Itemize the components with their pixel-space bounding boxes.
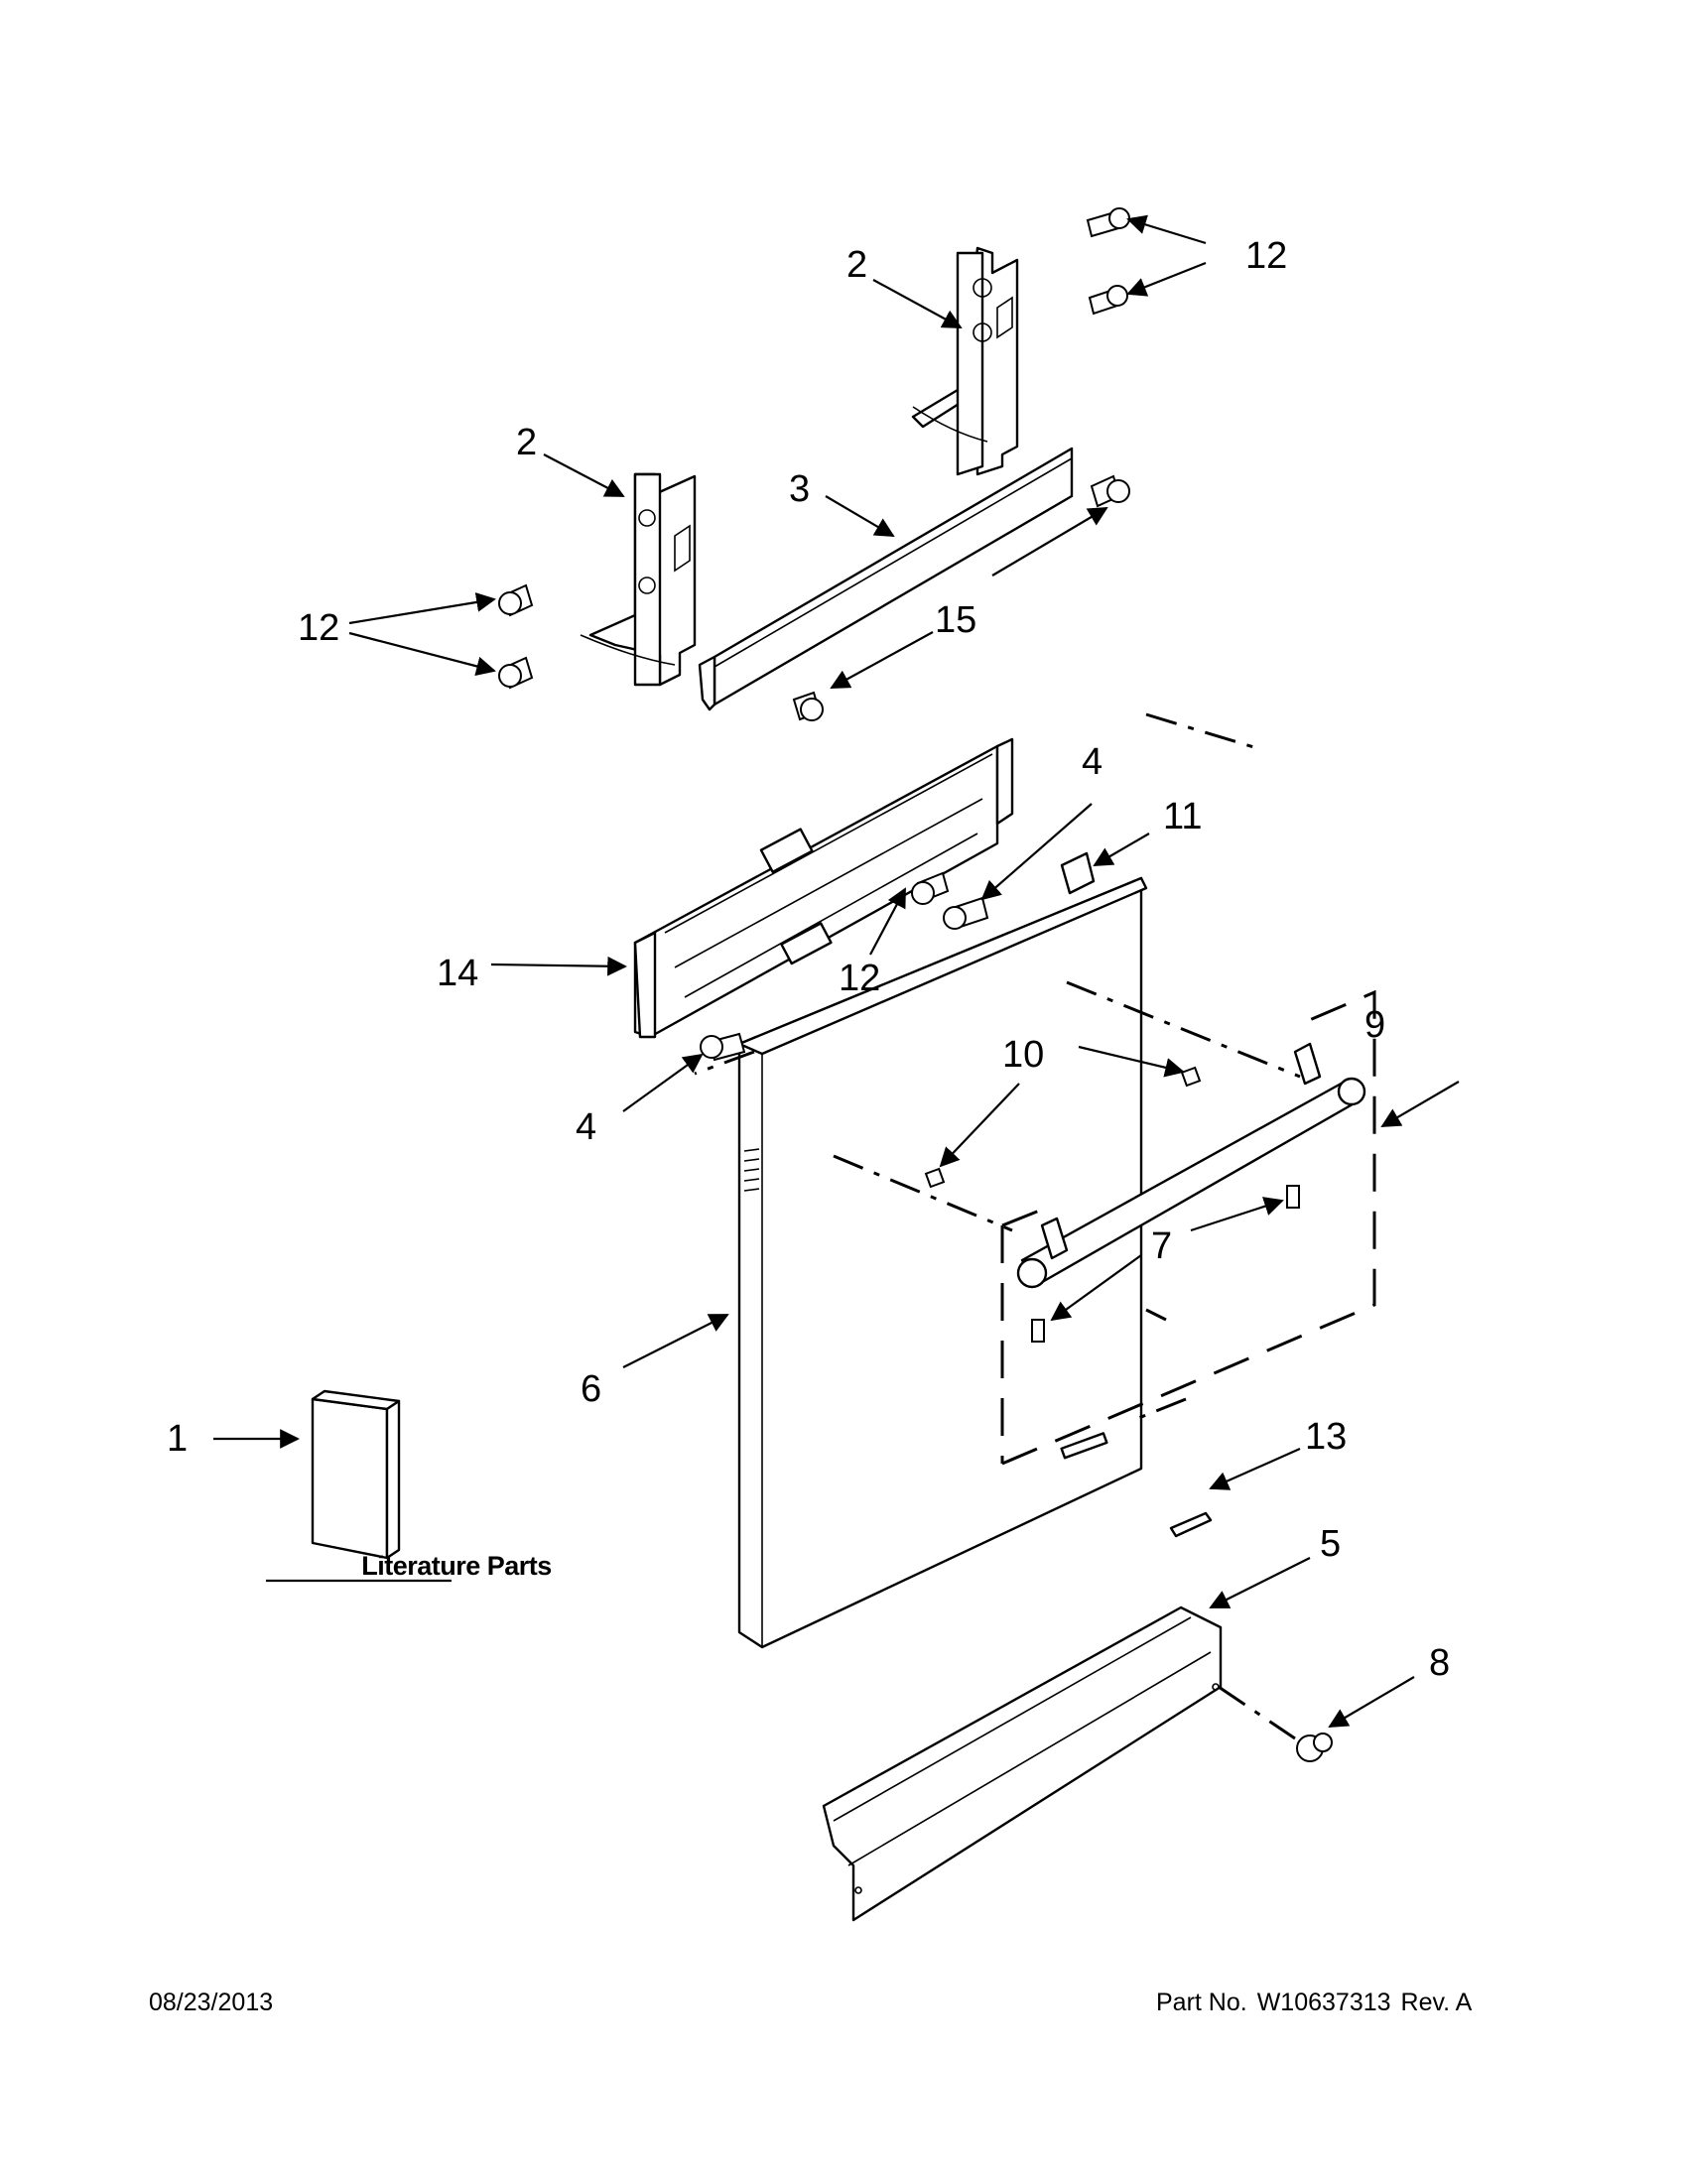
part-2-bracket-left xyxy=(580,472,697,687)
callout-15: 15 xyxy=(935,599,976,641)
screw-8 xyxy=(1296,1733,1333,1762)
callout-12-upper: 12 xyxy=(1245,235,1287,277)
callout-4-upper: 4 xyxy=(1082,741,1103,783)
part-number-value: W10637313 xyxy=(1256,1989,1391,2016)
callout-13: 13 xyxy=(1305,1416,1347,1458)
screw-4-right xyxy=(943,896,989,930)
part-2-bracket-right xyxy=(911,246,1019,476)
literature-parts-label: Literature Parts xyxy=(361,1551,552,1581)
screw-12-top-a xyxy=(1086,207,1130,238)
footer-part-number: Part No. W10637313 Rev. A xyxy=(1156,1989,1482,2017)
callout-10: 10 xyxy=(1002,1034,1044,1076)
callout-9: 9 xyxy=(1364,1004,1385,1046)
stud-7-a xyxy=(1286,1185,1300,1209)
screw-15-lower xyxy=(792,691,824,721)
part-1-literature xyxy=(311,1389,401,1560)
part-3-rail xyxy=(698,447,1074,711)
stud-7-b xyxy=(1031,1319,1045,1343)
footer-date: 08/23/2013 xyxy=(149,1989,274,2016)
part-11-clip xyxy=(1060,851,1096,895)
stud-10-b xyxy=(924,1167,946,1189)
callout-11: 11 xyxy=(1163,796,1202,837)
part-5-toe-panel xyxy=(822,1606,1223,1922)
revision: Rev. A xyxy=(1400,1989,1473,2016)
callout-8: 8 xyxy=(1429,1642,1450,1684)
screw-12-left-b xyxy=(498,656,534,690)
part-9-handle xyxy=(1000,989,1376,1466)
callout-14: 14 xyxy=(437,953,478,994)
callout-7: 7 xyxy=(1151,1225,1172,1267)
screw-12-top-b xyxy=(1088,285,1128,316)
callout-2-left: 2 xyxy=(516,422,537,463)
part-number-prefix: Part No. xyxy=(1156,1989,1247,2016)
callout-6: 6 xyxy=(581,1368,601,1410)
screw-15-right xyxy=(1090,474,1130,508)
door-vent-slots xyxy=(743,1148,760,1192)
screw-4-left xyxy=(700,1032,746,1062)
screw-12-middle xyxy=(911,871,950,905)
callout-4-lower: 4 xyxy=(576,1106,596,1148)
callout-5: 5 xyxy=(1320,1523,1341,1565)
callout-2-upper: 2 xyxy=(846,244,867,286)
callout-1: 1 xyxy=(167,1418,188,1460)
leader-lines xyxy=(213,214,1460,1729)
screw-12-left-a xyxy=(498,583,534,617)
screw-8-centerline xyxy=(1218,1685,1296,1740)
part-13-clip xyxy=(1169,1511,1213,1538)
callout-12-left: 12 xyxy=(298,607,339,649)
stud-10-a xyxy=(1180,1066,1202,1088)
callout-12-middle: 12 xyxy=(839,958,880,999)
part-6-door-panel xyxy=(737,876,1148,1649)
part-14-control-assembly xyxy=(633,737,1014,1039)
callout-3: 3 xyxy=(789,468,810,510)
